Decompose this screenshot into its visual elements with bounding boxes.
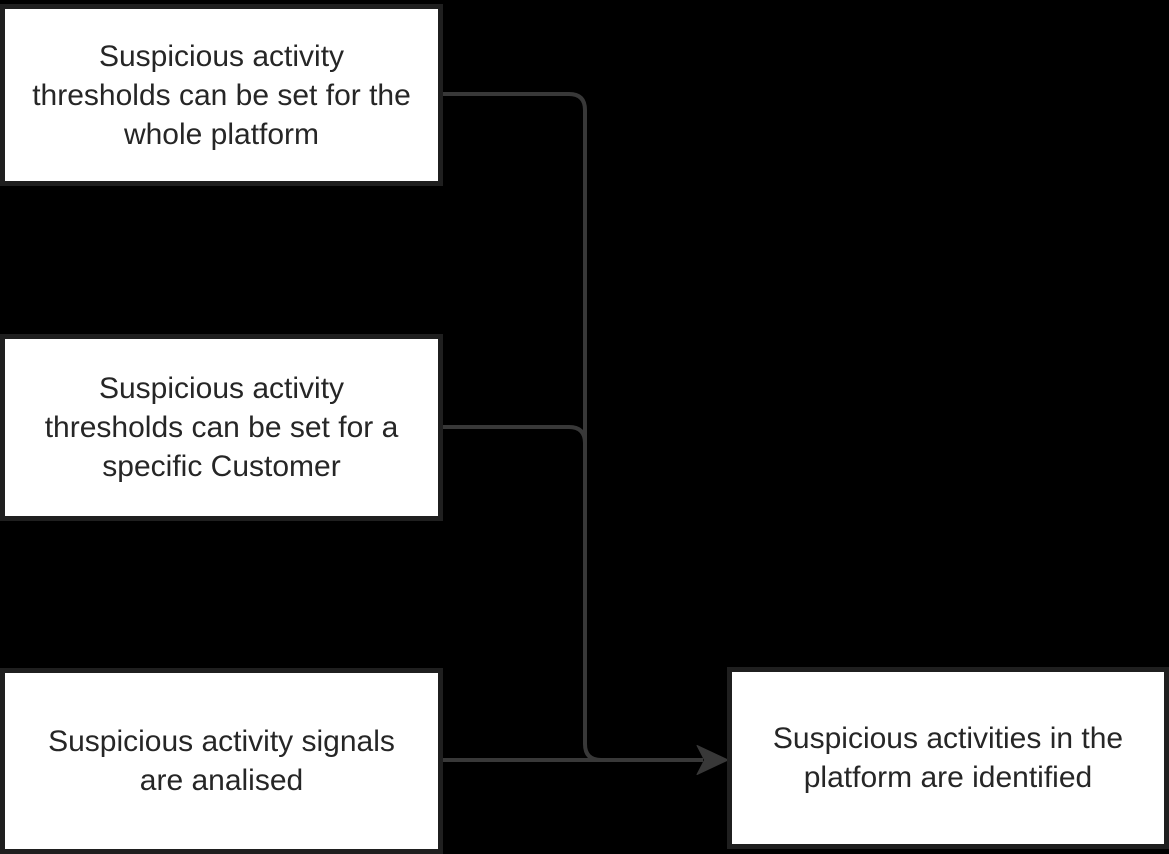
node-platform-thresholds: Suspicious activity thresholds can be se… bbox=[0, 4, 443, 186]
arrowhead-icon bbox=[696, 745, 729, 775]
connector-customer-thresholds-to-identified bbox=[443, 425, 587, 444]
connector-platform-thresholds-to-identified bbox=[443, 92, 703, 762]
node-customer-thresholds: Suspicious activity thresholds can be se… bbox=[0, 334, 443, 521]
node-signals-analysed: Suspicious activity signals are analised bbox=[0, 668, 443, 854]
node-activities-identified: Suspicious activities in the platform ar… bbox=[727, 667, 1169, 849]
